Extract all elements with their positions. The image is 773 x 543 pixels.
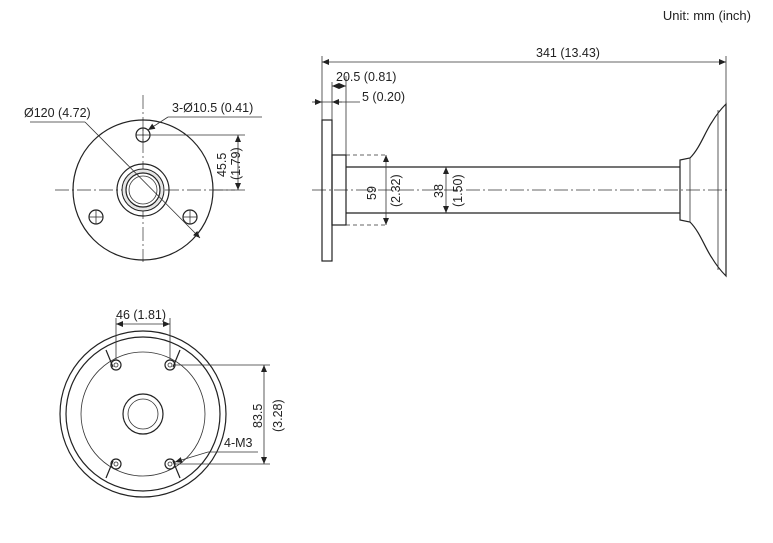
bottom-face — [80, 351, 206, 477]
side-pipe-in: (1.50) — [451, 174, 465, 207]
front-offset-mm: 45.5 — [215, 153, 229, 177]
bottom-screw-bl — [110, 458, 122, 470]
side-flange-thickness: 20.5 (0.81) — [336, 70, 396, 84]
side-collar-in: (2.32) — [389, 174, 403, 207]
side-length-label: 341 (13.43) — [536, 46, 600, 60]
bottom-screws-label: 4-M3 — [224, 436, 253, 450]
unit-label: Unit: mm (inch) — [662, 8, 751, 23]
side-collar-mm: 59 — [365, 186, 379, 200]
side-view: 341 (13.43) 20.5 (0.81) 5 (0.20) 59 (2.3… — [312, 46, 730, 278]
side-pipe-mm: 38 — [432, 184, 446, 198]
bottom-rim-inner — [65, 336, 221, 492]
bottom-screw-br — [164, 458, 176, 470]
side-collar — [331, 154, 347, 226]
bottom-outer-rim — [59, 330, 227, 498]
front-diameter-label: Ø120 (4.72) — [24, 106, 91, 120]
bottom-center-inner — [127, 398, 159, 430]
front-view: Ø120 (4.72) 3-Ø10.5 (0.41) 45.5 (1.79) — [24, 95, 262, 262]
bottom-center-bore — [122, 393, 164, 435]
bottom-spacing-label: 46 (1.81) — [116, 308, 166, 322]
bottom-vertical-in: (3.28) — [271, 399, 285, 432]
bottom-vertical-mm: 83.5 — [251, 404, 265, 428]
front-pipe-outer — [116, 163, 170, 217]
side-plate-thickness: 5 (0.20) — [362, 90, 405, 104]
bottom-view: 46 (1.81) 83.5 (3.28) 4-M3 — [59, 308, 285, 498]
side-flange — [679, 102, 727, 278]
front-pipe-inner — [128, 175, 158, 205]
front-offset-in: (1.79) — [229, 147, 243, 180]
side-mount-plate — [321, 119, 333, 262]
front-holes-label: 3-Ø10.5 (0.41) — [172, 101, 253, 115]
front-pipe-bore — [125, 172, 161, 208]
